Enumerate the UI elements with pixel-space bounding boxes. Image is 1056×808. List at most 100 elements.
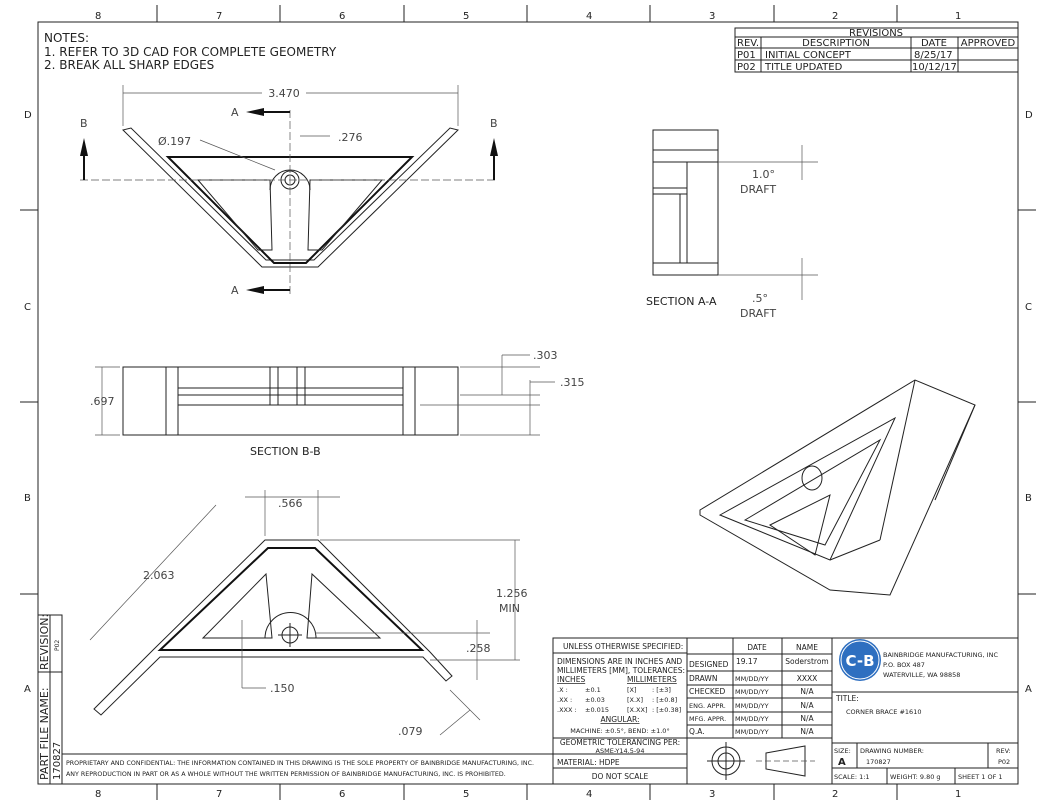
rev-header-date: DATE — [921, 38, 947, 49]
rev-row-1-description: INITIAL CONCEPT — [765, 50, 852, 61]
tol-angular-values: MACHINE: ±0.5°, BEND: ±1.0° — [570, 727, 669, 735]
size-label: SIZE: — [834, 747, 851, 755]
title-block: UNLESS OTHERWISE SPECIFIED: DIMENSIONS A… — [552, 637, 1019, 785]
zone-col-8-bottom: 8 — [95, 789, 101, 800]
tol-row-3-inch: ±0.015 — [585, 706, 609, 714]
appr-name-1: Soderstrom — [785, 657, 828, 666]
rev-value: P02 — [998, 758, 1010, 766]
zone-row-d-right: D — [1025, 110, 1033, 121]
tol-row-1-key: .X : — [557, 686, 568, 694]
section-bb-label: SECTION B-B — [250, 445, 321, 458]
company-address-1: P.O. BOX 487 — [883, 661, 925, 669]
approvals-block: DATE NAME DESIGNED 19.17 Soderstrom DRAW… — [687, 638, 833, 784]
logo-letters: C-B — [845, 652, 874, 670]
appr-header-date: DATE — [747, 643, 767, 652]
section-b-label-right: B — [490, 117, 498, 130]
isometric-view — [699, 379, 976, 596]
company-name: BAINBRIDGE MANUFACTURING, INC — [883, 651, 998, 659]
note-2: 2. BREAK ALL SHARP EDGES — [44, 58, 214, 72]
zone-col-4: 4 — [586, 11, 592, 22]
dim-258: .258 — [466, 642, 491, 655]
zone-row-a: A — [24, 684, 31, 695]
zone-col-5: 5 — [463, 11, 469, 22]
dim-150: .150 — [270, 682, 295, 695]
section-a-label-top: A — [231, 106, 239, 119]
zone-row-b: B — [24, 493, 31, 504]
appr-name-4: N/A — [800, 701, 814, 710]
draft-bottom-label: DRAFT — [740, 307, 776, 320]
rev-header-rev: REV. — [737, 38, 759, 49]
dim-315: .315 — [560, 376, 585, 389]
appr-role-1: DESIGNED — [689, 660, 729, 669]
sheet-border — [37, 21, 1019, 785]
side-strip: REVISION: P02 PART FILE NAME: 170827 — [37, 614, 63, 785]
section-bb-view: .697 .303 .315 SECTION B-B — [90, 349, 585, 458]
tol-row-3-mmkey: [X.XX] — [627, 706, 648, 714]
section-a-label-bottom: A — [231, 284, 239, 297]
weight: WEIGHT: 9.80 g — [890, 773, 941, 781]
rev-row-2-description: TITLE UPDATED — [764, 62, 843, 73]
appr-date-1: 19.17 — [736, 657, 758, 666]
dim-2063: 2.063 — [143, 569, 175, 582]
zone-row-d: D — [24, 110, 32, 121]
zone-col-6-bottom: 6 — [339, 789, 345, 800]
part-file-value: 170827 — [52, 742, 63, 780]
tol-row-1-mm: : [±3] — [652, 686, 671, 694]
draft-top-angle: 1.0° — [752, 168, 775, 181]
appr-role-5: MFG. APPR. — [689, 715, 726, 723]
draft-top-label: DRAFT — [740, 183, 776, 196]
revisions-table: REVISIONS REV. DESCRIPTION DATE APPROVED… — [734, 27, 1019, 73]
appr-role-4: ENG. APPR. — [689, 702, 726, 710]
revision-label: REVISION: — [38, 614, 51, 670]
rev-label: REV: — [996, 747, 1011, 755]
dim-1256: 1.256 — [496, 587, 528, 600]
appr-date-3: MM/DD/YY — [735, 688, 769, 696]
tol-geo: GEOMETRIC TOLERANCING PER: — [560, 738, 680, 747]
dim-slot: .276 — [338, 131, 363, 144]
appr-name-6: N/A — [800, 727, 814, 736]
tol-do-not-scale: DO NOT SCALE — [592, 772, 649, 781]
appr-name-5: N/A — [800, 714, 814, 723]
zone-row-a-right: A — [1025, 684, 1032, 695]
zone-col-1-bottom: 1 — [955, 789, 961, 800]
zone-col-3-bottom: 3 — [709, 789, 715, 800]
appr-date-4: MM/DD/YY — [735, 702, 769, 710]
tol-row-2-key: .XX : — [557, 696, 572, 704]
tol-row-2-mmkey: [X.X] — [627, 696, 643, 704]
section-b-label-left: B — [80, 117, 88, 130]
drawing-number-value: 170827 — [866, 758, 891, 766]
zone-col-1: 1 — [955, 11, 961, 22]
top-view: 3.470 .276 Ø.197 A A B B — [80, 85, 498, 297]
rev-row-2-rev: P02 — [737, 62, 756, 73]
section-aa-view: 1.0° DRAFT .5° DRAFT SECTION A-A — [646, 129, 818, 320]
dim-1256-note: MIN — [499, 602, 520, 615]
appr-role-2: DRAWN — [689, 674, 717, 683]
notes-title: NOTES: — [44, 31, 89, 45]
rev-row-2-date: 10/12/17 — [912, 62, 957, 73]
tol-inches: INCHES — [557, 675, 585, 684]
rev-row-1-date: 8/25/17 — [914, 50, 953, 61]
dim-width: 3.470 — [268, 87, 300, 100]
zone-col-3: 3 — [709, 11, 715, 22]
scale: SCALE: 1:1 — [834, 773, 870, 781]
proprietary-line-2: ANY REPRODUCTION IN PART OR AS A WHOLE W… — [66, 771, 506, 778]
rev-row-1-rev: P01 — [737, 50, 756, 61]
zone-col-7-bottom: 7 — [216, 789, 222, 800]
tol-row-2-inch: ±0.03 — [585, 696, 605, 704]
appr-date-6: MM/DD/YY — [735, 728, 769, 736]
zone-col-8: 8 — [95, 11, 101, 22]
size-value: A — [838, 757, 846, 768]
note-1: 1. REFER TO 3D CAD FOR COMPLETE GEOMETRY — [44, 45, 337, 59]
tol-row-2-mm: : [±0.8] — [652, 696, 677, 704]
tol-material: MATERIAL: HDPE — [557, 758, 620, 767]
tol-header: UNLESS OTHERWISE SPECIFIED: — [563, 642, 683, 651]
proprietary-line-1: PROPRIETARY AND CONFIDENTIAL: THE INFORM… — [66, 760, 534, 767]
appr-name-3: N/A — [800, 687, 814, 696]
sheet: SHEET 1 OF 1 — [958, 773, 1003, 781]
dim-566: .566 — [278, 497, 303, 510]
dim-height: .697 — [90, 395, 115, 408]
appr-role-3: CHECKED — [689, 687, 726, 696]
appr-date-5: MM/DD/YY — [735, 715, 769, 723]
title-value: CORNER BRACE #1610 — [846, 708, 921, 716]
